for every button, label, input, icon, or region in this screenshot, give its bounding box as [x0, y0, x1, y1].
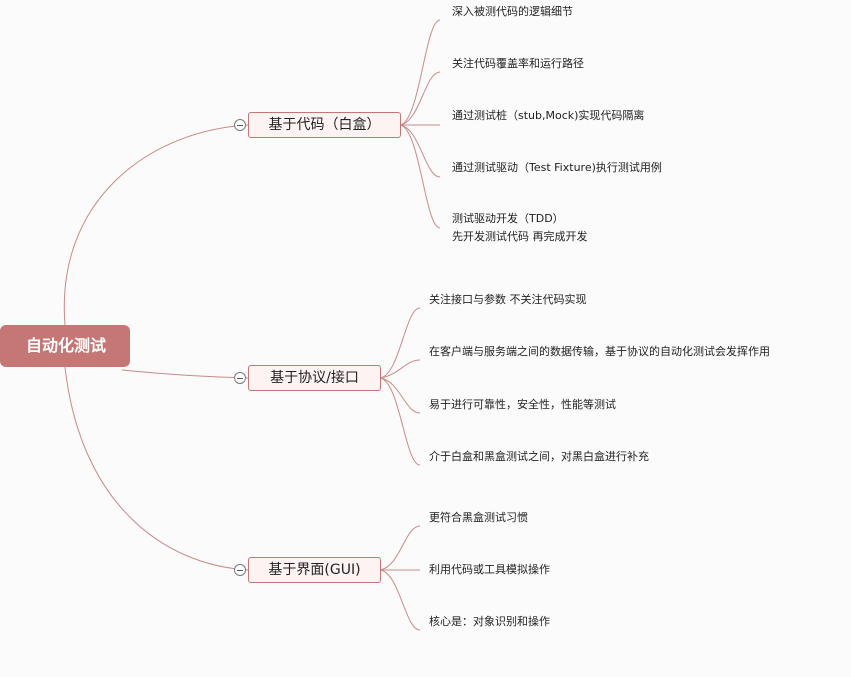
- collapse-toggle-icon[interactable]: [234, 372, 246, 384]
- link-whitebox-leaf-1: [399, 19, 441, 126]
- leaf-line: 测试驱动开发（TDD）: [452, 212, 564, 225]
- collapse-toggle-icon[interactable]: [234, 564, 246, 576]
- link-root-to-protocol: [121, 369, 250, 379]
- link-protocol-leaf-3: [379, 377, 421, 414]
- link-whitebox-leaf-2: [399, 71, 441, 126]
- link-protocol-leaf-1: [379, 307, 421, 379]
- link-whitebox-leaf-4: [399, 124, 441, 178]
- leaf-line: 先开发测试代码 再完成开发: [452, 230, 588, 243]
- link-gui-leaf-3: [379, 569, 421, 631]
- branch-node-whitebox[interactable]: 基于代码（白盒）: [248, 112, 401, 138]
- leaf-node[interactable]: 通过测试桩（stub,Mock)实现代码隔离: [452, 109, 645, 122]
- leaf-node[interactable]: 利用代码或工具模拟操作: [429, 563, 550, 576]
- leaf-node[interactable]: 深入被测代码的逻辑细节: [452, 5, 573, 18]
- link-whitebox-leaf-5: [399, 124, 441, 229]
- collapse-toggle-icon[interactable]: [234, 119, 246, 131]
- leaf-node[interactable]: 易于进行可靠性，安全性，性能等测试: [429, 398, 616, 411]
- link-protocol-leaf-2: [379, 359, 421, 379]
- root-node[interactable]: 自动化测试: [0, 325, 130, 367]
- leaf-node[interactable]: 通过测试驱动（Test Fixture)执行测试用例: [452, 161, 662, 174]
- leaf-node[interactable]: 测试驱动开发（TDD） 先开发测试代码 再完成开发: [452, 210, 588, 246]
- link-protocol-leaf-4: [379, 377, 421, 466]
- branch-node-gui[interactable]: 基于界面(GUI): [248, 557, 381, 583]
- link-root-to-whitebox: [63, 124, 250, 326]
- link-gui-leaf-1: [379, 525, 421, 571]
- leaf-node[interactable]: 关注接口与参数 不关注代码实现: [429, 293, 587, 306]
- branch-node-protocol[interactable]: 基于协议/接口: [248, 365, 381, 391]
- leaf-node[interactable]: 关注代码覆盖率和运行路径: [452, 57, 584, 70]
- link-root-to-gui: [64, 366, 250, 571]
- leaf-node[interactable]: 在客户端与服务端之间的数据传输，基于协议的自动化测试会发挥作用: [429, 345, 770, 358]
- leaf-node[interactable]: 介于白盒和黑盒测试之间，对黑白盒进行补充: [429, 450, 649, 463]
- leaf-node[interactable]: 核心是：对象识别和操作: [429, 615, 550, 628]
- leaf-node[interactable]: 更符合黑盒测试习惯: [429, 511, 528, 524]
